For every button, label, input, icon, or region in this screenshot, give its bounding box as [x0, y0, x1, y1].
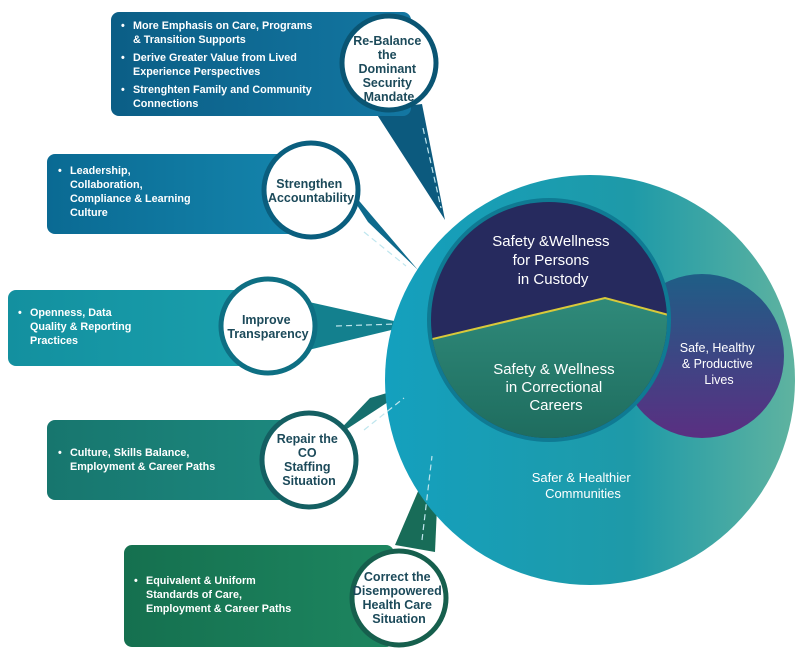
pillar-label-health-care: Correct the Disempowered Health Care Sit…: [353, 570, 445, 626]
pillar-circle-security: [339, 13, 439, 113]
svg-text:•: •: [58, 447, 62, 459]
pillar-label-transparency: Improve Transparency: [227, 313, 308, 341]
pillar-circle-health-care: [349, 548, 449, 648]
bullet-item: Derive Greater Value from Lived Experien…: [133, 52, 300, 78]
bullet-item: Strenghten Family and Community Connecti…: [133, 84, 315, 110]
pillar-box-staffing: [47, 420, 317, 500]
pillar-bullets-security: • More Emphasis on Care, Programs & Tran…: [121, 20, 315, 110]
svg-text:•: •: [121, 20, 125, 32]
bullet-item: Equivalent & Uniform Standards of Care, …: [146, 575, 291, 615]
pillar-box-accountability: [47, 154, 313, 234]
bullet-item: Openness, Data Quality & Reporting Pract…: [30, 307, 134, 347]
pillar-circle-transparency: [218, 276, 318, 376]
pillar-bullets-health-care: • Equivalent & Uniform Standards of Care…: [134, 575, 291, 615]
careers-segment: [431, 298, 667, 438]
pillar-box-health-care: [124, 545, 394, 647]
pointer-wedge: [374, 104, 445, 220]
pillar-bullets-accountability: • Leadership, Collaboration, Compliance …: [58, 165, 194, 219]
pillar-box-transparency: [8, 290, 273, 366]
custody-label: Safety &Wellness for Persons in Custody: [492, 233, 613, 288]
pillar-label-security: Re-Balance the Dominant Security Mandate: [353, 34, 425, 104]
dashed-arrows: [335, 127, 442, 541]
segment-divider: [431, 296, 667, 343]
bullet-item: Culture, Skills Balance, Employment & Ca…: [70, 447, 215, 473]
pillar-bullets-transparency: • Openness, Data Quality & Reporting Pra…: [18, 307, 134, 347]
pillar-label-staffing: Repair the CO Staffing Situation: [277, 432, 342, 488]
pillar-circle-staffing: [259, 410, 359, 510]
svg-text:•: •: [121, 52, 125, 64]
pillar-label-accountability: Strengthen Accountability: [268, 177, 354, 205]
pillar-circle-accountability: [261, 140, 361, 240]
svg-text:•: •: [58, 165, 62, 177]
bullet-item: More Emphasis on Care, Programs & Transi…: [133, 20, 315, 46]
careers-label: Safety & Wellness in Correctional Career…: [493, 361, 619, 414]
communities-label: Safer & Healthier Communities: [532, 470, 635, 501]
svg-text:•: •: [18, 307, 22, 319]
svg-text:•: •: [121, 84, 125, 96]
pillar-bullets-staffing: • Culture, Skills Balance, Employment & …: [58, 447, 215, 473]
pillar-box-security: [111, 12, 411, 116]
svg-text:•: •: [134, 575, 138, 587]
bullet-item: Leadership, Collaboration, Compliance & …: [70, 165, 194, 219]
lives-label: Safe, Healthy & Productive Lives: [680, 341, 759, 387]
pointer-wedge: [300, 300, 412, 352]
